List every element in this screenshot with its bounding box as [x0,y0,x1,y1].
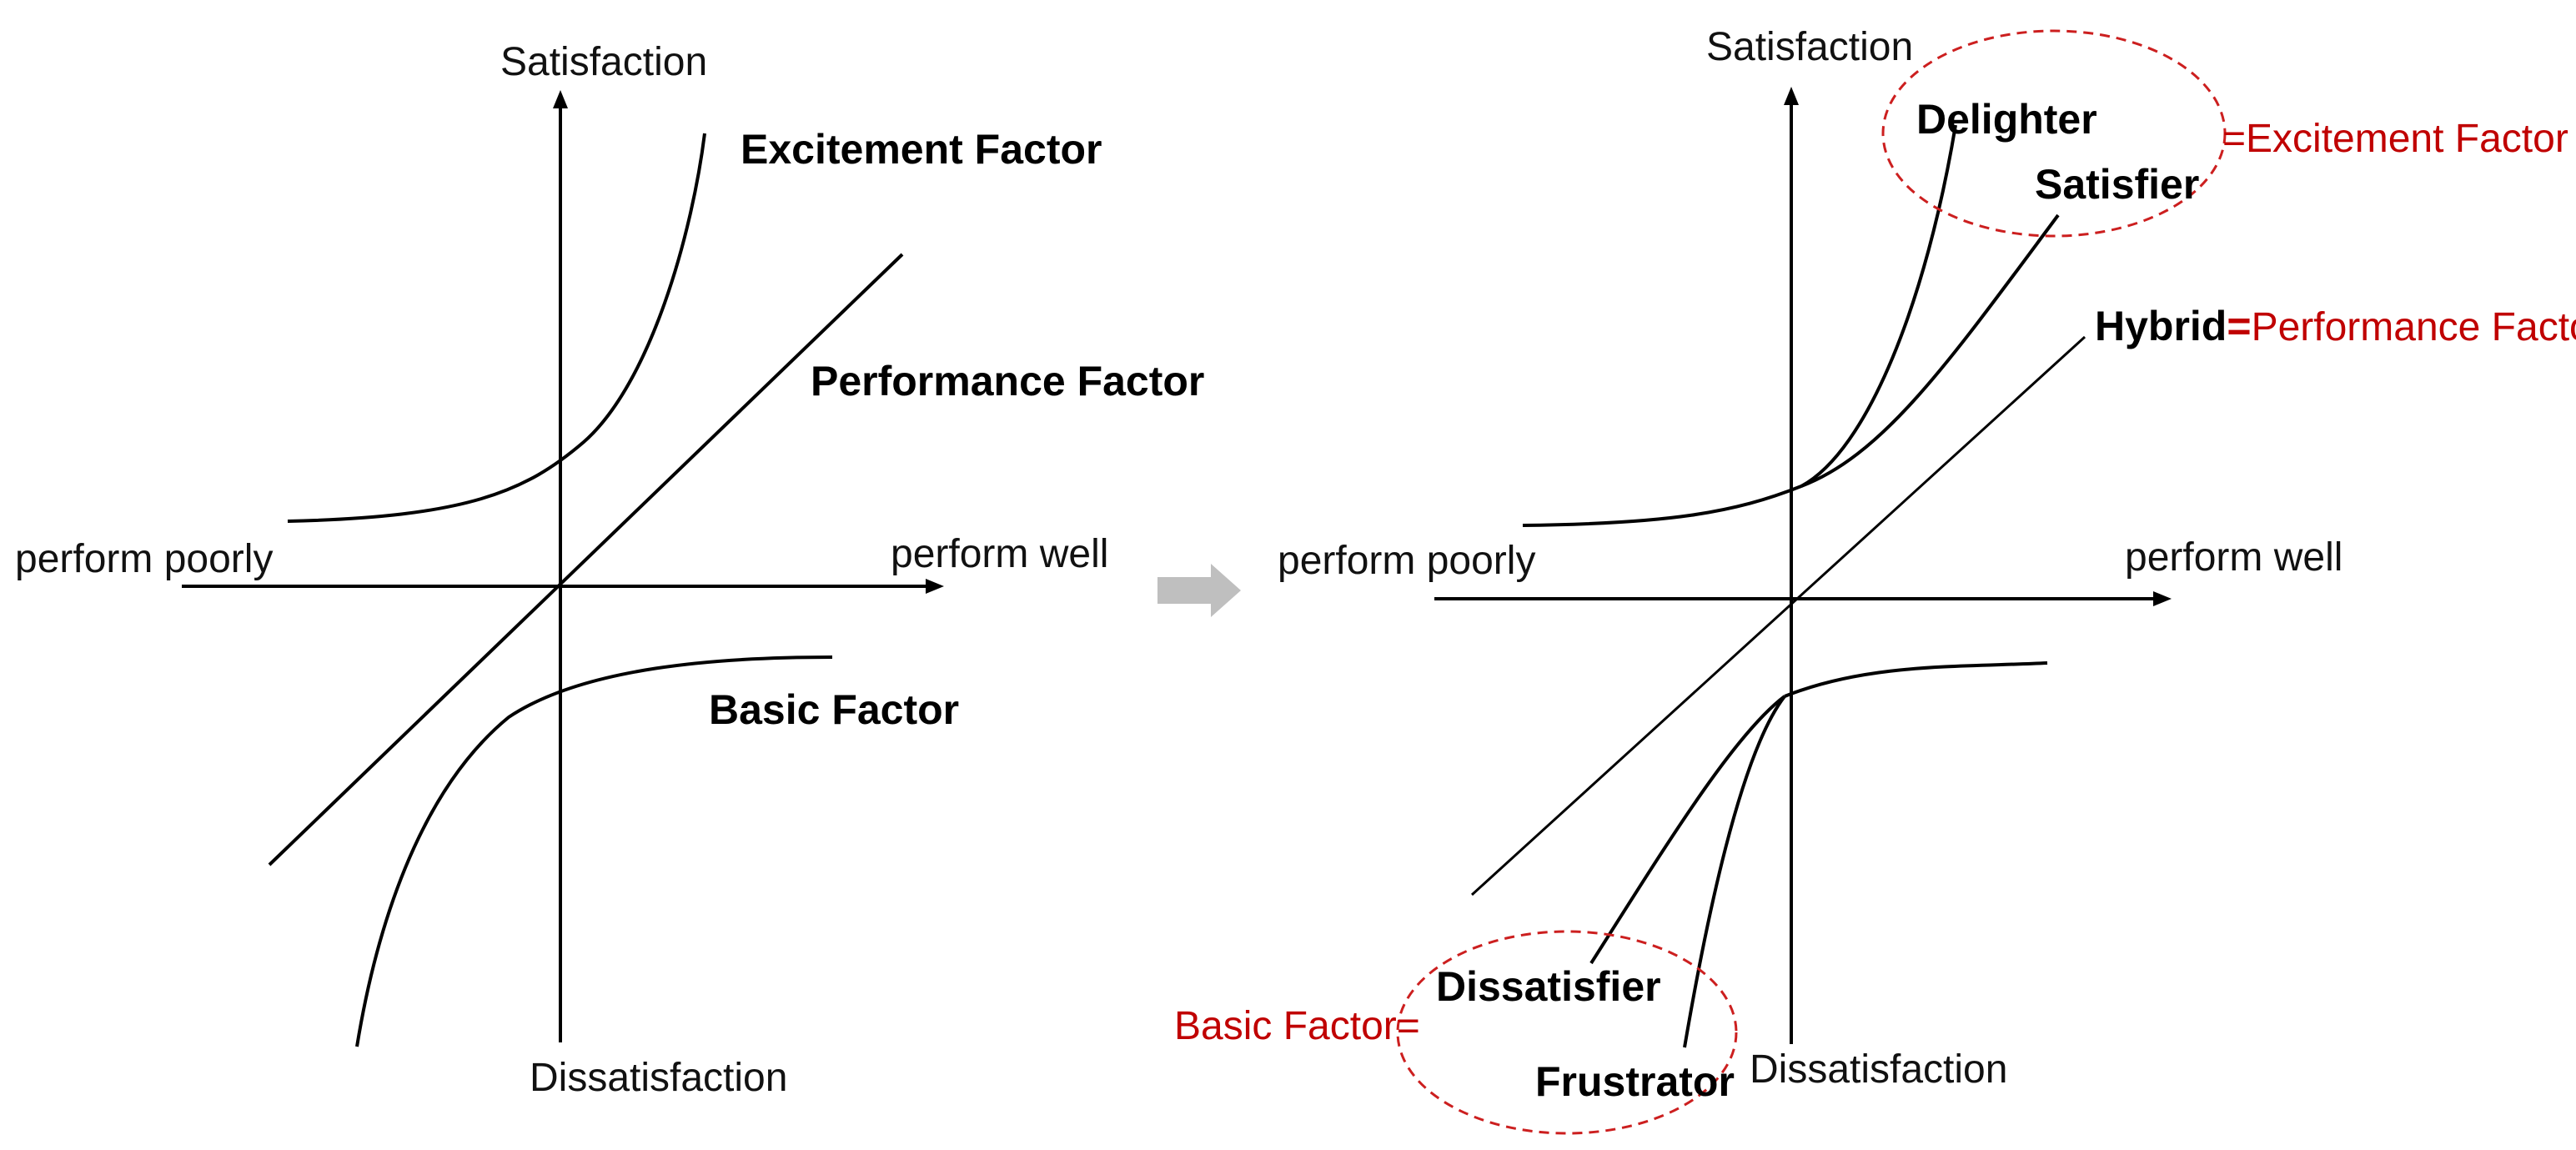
delighter-label: Delighter [1916,96,2097,143]
left-perform-poorly-label: perform poorly [15,537,273,581]
left-x-arrowhead [926,579,944,594]
right-y-arrowhead [1784,87,1799,105]
excitement-equivalence-label: =Excitement Factor [2222,117,2568,161]
dissatisfier-label: Dissatisfier [1436,963,1661,1010]
left-excitement-curve [287,133,706,523]
basic-equivalence-label: Basic Factor= [1174,1004,1420,1048]
satisfier-label: Satisfier [2035,161,2199,208]
basic-group-ellipse [1396,930,1738,1135]
right-shared-upper-curve [1522,485,1802,527]
right-dissatisfaction-label: Dissatisfaction [1750,1047,2007,1092]
right-shared-lower-curve [1784,661,2048,698]
left-diagram: Satisfaction Dissatisfaction perform poo… [15,40,1204,1100]
hybrid-equals-sign: = [2227,303,2251,349]
left-y-arrowhead [553,90,568,108]
right-x-arrowhead [2153,591,2172,606]
excitement-group-ellipse [1881,29,2227,238]
left-performance-line [268,253,904,866]
hybrid-equivalence-label: Hybrid=Performance Factor [2095,303,2576,349]
transition-arrow-icon [1157,564,1241,617]
left-excitement-factor-label: Excitement Factor [741,126,1102,173]
right-satisfier-curve [1800,213,2060,488]
left-satisfaction-label: Satisfaction [500,40,707,84]
right-satisfaction-label: Satisfaction [1706,25,1913,69]
left-perform-well-label: perform well [891,532,1108,576]
hybrid-label: Hybrid [2095,303,2227,349]
right-delighter-curve [1800,124,1957,488]
left-basic-factor-label: Basic Factor [709,686,959,733]
left-performance-factor-label: Performance Factor [811,358,1204,404]
right-perform-well-label: perform well [2125,535,2343,580]
left-dissatisfaction-label: Dissatisfaction [530,1056,787,1100]
frustrator-label: Frustrator [1535,1058,1735,1105]
right-hybrid-line [1470,335,2086,896]
right-dissatisfier-curve [1589,695,1786,965]
right-frustrator-curve [1683,695,1786,1048]
right-diagram: Satisfaction Dissatisfaction perform poo… [1174,25,2576,1135]
performance-factor-equivalence: Performance Factor [2252,305,2576,349]
left-basic-curve [355,655,833,1047]
right-perform-poorly-label: perform poorly [1278,539,1535,583]
